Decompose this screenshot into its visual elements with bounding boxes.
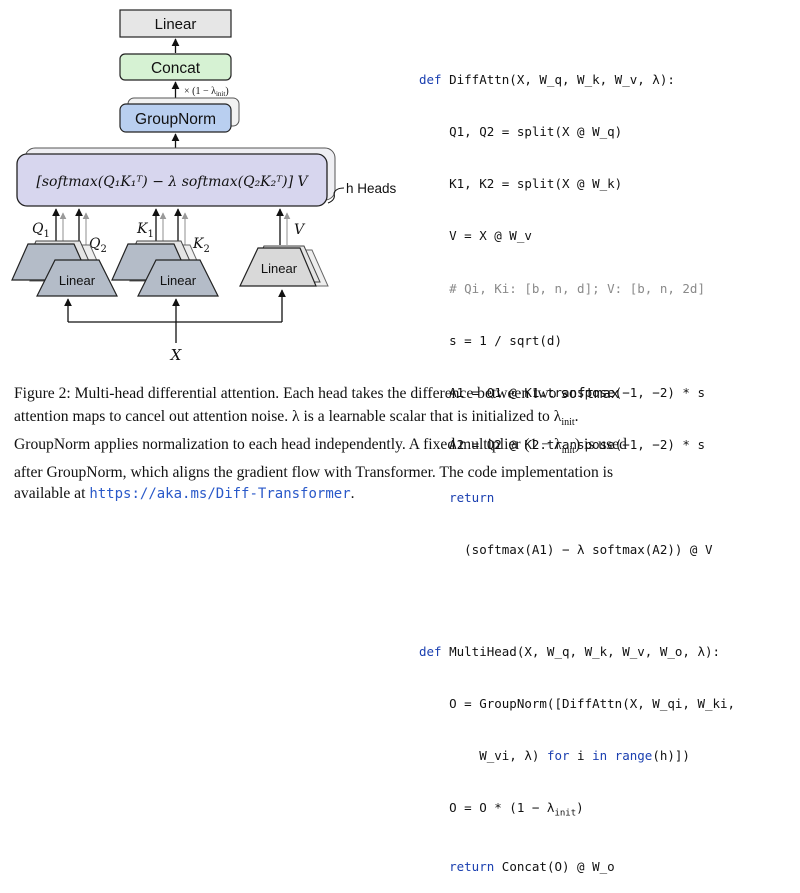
code-line: O = GroupNorm([DiffAttn(X, W_qi, W_ki, bbox=[419, 696, 736, 712]
v-label: V bbox=[294, 222, 306, 238]
figure-caption: Figure 2: Multi-head differential attent… bbox=[14, 383, 790, 506]
concat-label: Concat bbox=[151, 60, 201, 77]
code-comment: # Qi, Ki: [b, n, d]; V: [b, n, 2d] bbox=[419, 280, 705, 296]
linear-k-block: Linear bbox=[111, 240, 219, 297]
multiplier-label: × (1 − λinit) bbox=[184, 86, 229, 98]
code-line: W_vi, λ) for i in range(h)]) bbox=[419, 748, 690, 764]
code-line: def DiffAttn(X, W_q, W_k, W_v, λ): bbox=[419, 71, 675, 87]
code-line: return bbox=[419, 489, 495, 505]
groupnorm-label: GroupNorm bbox=[135, 111, 216, 128]
code-line: (softmax(A1) − λ softmax(A2)) @ V bbox=[419, 541, 713, 557]
linear-output-label: Linear bbox=[155, 16, 197, 33]
caption-line: available at https://aka.ms/Diff-Transfo… bbox=[14, 485, 355, 503]
code-line: A1 = Q1 @ K1.transpose(−1, −2) * s bbox=[419, 385, 705, 401]
code-line: Q1, Q2 = split(X @ W_q) bbox=[419, 124, 623, 140]
linear-k-label: Linear bbox=[160, 273, 197, 288]
code-line: return Concat(O) @ W_o bbox=[419, 859, 615, 875]
code-line: A2 = Q2 @ K2.transpose(−1, −2) * s bbox=[419, 437, 705, 453]
q1-label: Q1 bbox=[32, 221, 50, 240]
q2-label: Q2 bbox=[89, 236, 107, 255]
caption-line: after GroupNorm, which aligns the gradie… bbox=[14, 463, 614, 481]
code-line: O = O * (1 − λinit) bbox=[419, 800, 584, 819]
attention-formula: [softmax(Q₁K₁ᵀ) − λ softmax(Q₂K₂ᵀ)] V bbox=[36, 174, 309, 190]
x-label: X bbox=[170, 346, 183, 364]
heads-label: h Heads bbox=[346, 181, 397, 196]
code-gap bbox=[419, 593, 794, 608]
linear-v-label: Linear bbox=[261, 261, 298, 276]
k2-label: K2 bbox=[192, 236, 210, 255]
caption-line: GroupNorm applies normalization to each … bbox=[14, 435, 627, 456]
groupnorm-block: GroupNorm bbox=[119, 97, 240, 133]
k1-label: K1 bbox=[136, 221, 154, 240]
code-line: def MultiHead(X, W_q, W_k, W_v, W_o, λ): bbox=[419, 643, 721, 659]
linear-output-block: Linear bbox=[119, 9, 232, 38]
linear-q-block: Linear bbox=[11, 240, 118, 297]
linear-v-block: Linear bbox=[239, 245, 329, 287]
repo-link[interactable]: https://aka.ms/Diff-Transformer bbox=[89, 486, 351, 503]
concat-block: Concat bbox=[119, 53, 232, 81]
code-line: K1, K2 = split(X @ W_k) bbox=[419, 176, 623, 192]
diff-attention-block: [softmax(Q₁K₁ᵀ) − λ softmax(Q₂K₂ᵀ)] V bbox=[16, 147, 336, 207]
heads-brace bbox=[327, 187, 345, 204]
caption-line: attention maps to cancel out attention n… bbox=[14, 407, 579, 428]
linear-q-label: Linear bbox=[59, 273, 96, 288]
code-line: V = X @ W_v bbox=[419, 228, 532, 244]
architecture-diagram: Linear Concat × (1 − λinit) GroupNorm [s… bbox=[11, 9, 397, 364]
code-line: s = 1 / sqrt(d) bbox=[419, 332, 562, 348]
caption-line: Figure 2: Multi-head differential attent… bbox=[14, 385, 620, 402]
